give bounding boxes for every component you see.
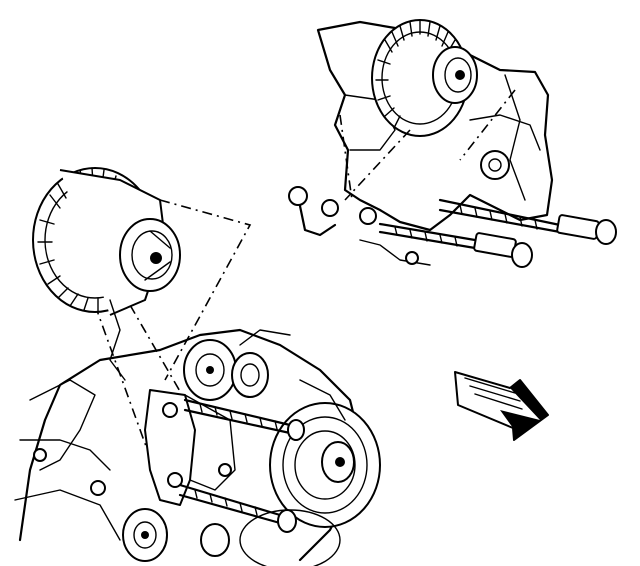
- bolt-icon: [438, 198, 617, 245]
- alternator-removed-exploded: [14, 167, 381, 566]
- bolt-icon: [183, 398, 305, 441]
- bracket-flange: [184, 394, 236, 491]
- bolt-icon: [378, 222, 533, 268]
- bracket-outline: [344, 94, 396, 151]
- housing-edge: [504, 74, 526, 201]
- pulley-icon: [200, 523, 230, 557]
- front-direction-arrow-icon: [454, 371, 549, 441]
- housing-rib: [469, 114, 541, 151]
- hose-outline: [19, 439, 111, 471]
- stud-nut: [288, 186, 308, 206]
- bracket-icon: [144, 389, 196, 506]
- pulley-icon: [269, 402, 381, 528]
- installed-alternator-detail: [288, 19, 617, 268]
- alternator-icon: [371, 19, 478, 137]
- cooling-fins: [375, 19, 456, 127]
- pulley-icon: [122, 508, 168, 562]
- alternator-icon: [32, 167, 181, 316]
- lower-housing: [14, 489, 121, 541]
- harness-line: [359, 239, 431, 266]
- pulley-icon: [119, 218, 181, 292]
- hose-detail: [239, 329, 346, 421]
- oil-filter-adapter: [29, 379, 96, 471]
- mount-boss: [480, 150, 510, 180]
- bolt-icon: [178, 483, 297, 533]
- pulley-icon: [183, 339, 237, 401]
- brace-arm: [298, 204, 337, 237]
- pulley-icon: [231, 352, 269, 398]
- wire-harness: [109, 299, 126, 381]
